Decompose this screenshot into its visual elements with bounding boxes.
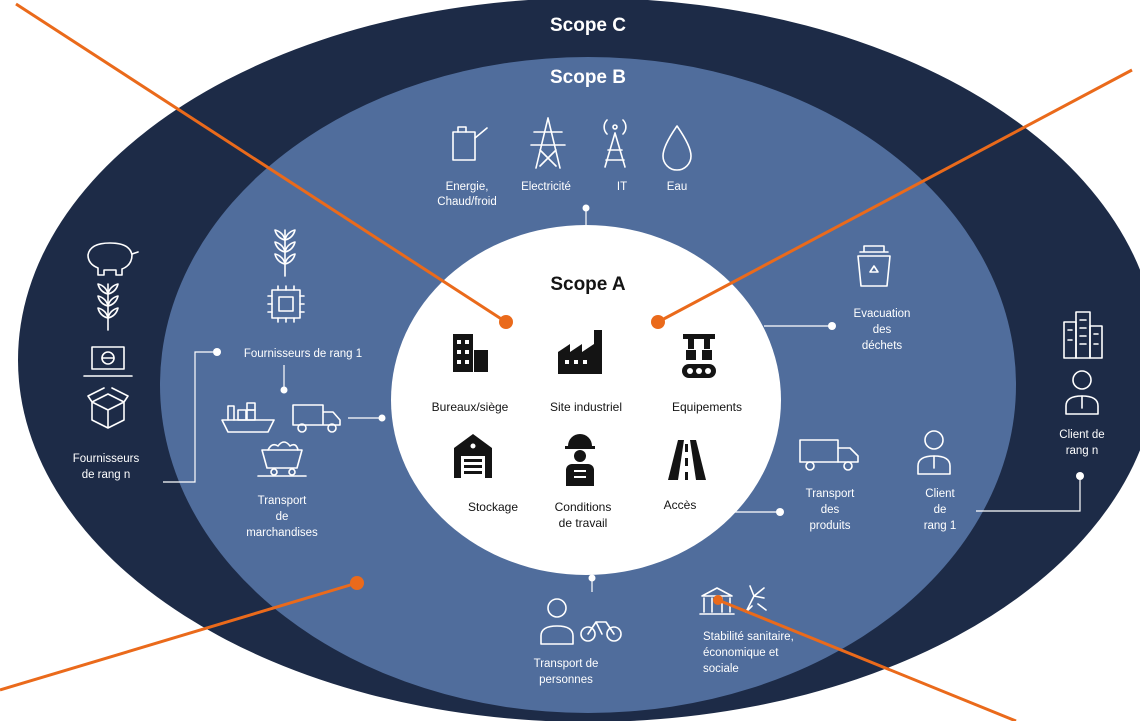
scope-b-title: Scope B xyxy=(550,67,626,88)
pointer-line-scope-c xyxy=(717,598,1017,721)
city-buildings-icon xyxy=(1063,311,1103,359)
scope-a-title: Scope A xyxy=(550,274,626,295)
truck-icon xyxy=(292,404,341,433)
water-drop-icon xyxy=(662,125,692,171)
factory-icon xyxy=(558,330,602,374)
office-building-icon xyxy=(453,334,488,372)
pig-icon xyxy=(87,242,139,276)
mine-cart-icon xyxy=(257,441,307,477)
storage-label: Stockage xyxy=(468,500,518,514)
conveyor-robot-icon xyxy=(682,334,716,378)
power-pylon-icon xyxy=(530,117,566,169)
truck-icon xyxy=(799,439,859,471)
recycling-bin-icon xyxy=(857,245,891,287)
box-icon xyxy=(87,387,129,429)
suppliers-tier1-label: Fournisseurs de rang 1 xyxy=(244,348,362,360)
it-label: IT xyxy=(617,181,627,193)
scope-c-title: Scope C xyxy=(550,15,626,36)
pointer-dot-scope-a-left xyxy=(499,315,513,329)
mosquito-icon xyxy=(745,585,767,613)
energy-label: Energie,Chaud/froid xyxy=(437,181,496,208)
laptop-globe-icon xyxy=(83,346,133,377)
institution-icon xyxy=(699,587,735,615)
pointer-dot-scope-a-right xyxy=(651,315,665,329)
road-icon xyxy=(668,440,706,480)
client-person-icon xyxy=(917,430,951,475)
wheat-icon xyxy=(97,283,119,331)
worker-icon xyxy=(565,434,595,486)
water-label: Eau xyxy=(667,181,687,193)
client-person-icon xyxy=(1065,370,1099,415)
pointer-line-scope-a-right xyxy=(657,68,1133,324)
pointer-line-scope-b xyxy=(0,581,358,692)
pointer-dot-scope-c xyxy=(713,595,723,605)
wheat-icon xyxy=(274,229,296,277)
fuel-can-icon xyxy=(452,126,488,161)
radio-tower-icon xyxy=(603,119,627,168)
warehouse-icon xyxy=(454,434,492,478)
offices-label: Bureaux/siège xyxy=(432,400,509,414)
person-bicycle-icon xyxy=(540,598,622,645)
chip-icon xyxy=(267,285,305,323)
equipment-label: Equipements xyxy=(672,400,742,414)
scope-a-ellipse xyxy=(391,225,781,575)
pointer-line-scope-a-left xyxy=(15,2,507,324)
industrial-site-label: Site industriel xyxy=(550,400,622,414)
cargo-ship-icon xyxy=(221,402,275,433)
pointer-dot-scope-b xyxy=(350,576,364,590)
electricity-label: Electricité xyxy=(521,181,571,193)
access-label: Accès xyxy=(664,498,697,512)
